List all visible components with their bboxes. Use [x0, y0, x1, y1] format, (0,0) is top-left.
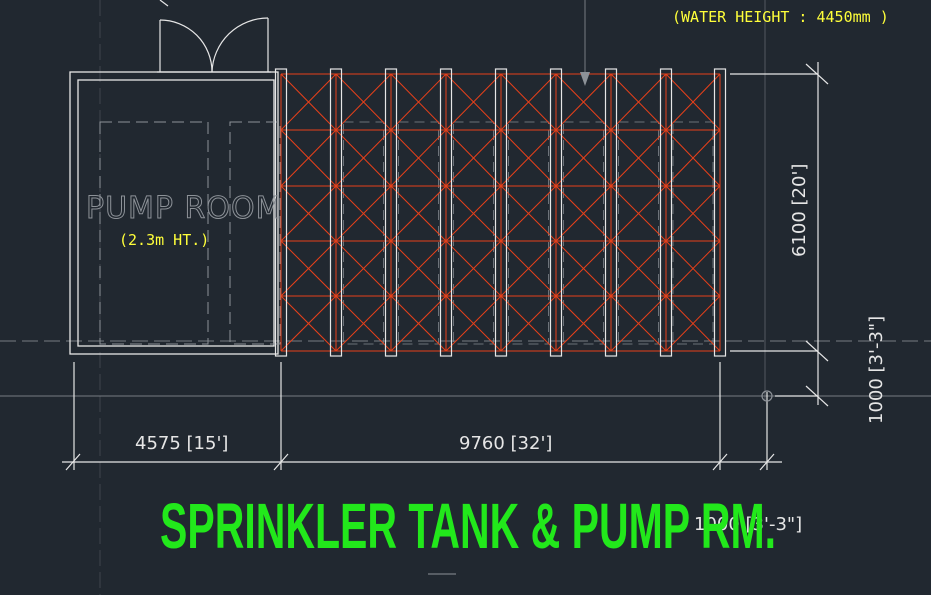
bracing-diagonal	[335, 240, 392, 297]
dimension-tank-depth: 6100 [20']	[789, 164, 810, 257]
tank-pier-outline	[398, 121, 439, 345]
bracing-diagonal	[665, 73, 721, 131]
bracing-diagonal	[610, 185, 667, 242]
pump-room-label: PUMP ROOM	[86, 191, 283, 226]
bracing-diagonal	[335, 73, 392, 131]
dimension-pump-room-width: 4575 [15']	[135, 433, 228, 454]
bracing-diagonal	[445, 129, 502, 187]
pump-equipment-outlines	[99, 121, 281, 345]
bracing-diagonal	[335, 295, 392, 352]
tank-pier-outline	[672, 121, 714, 345]
bracing-diagonal	[555, 295, 612, 352]
bracing-diagonal	[445, 185, 502, 242]
bracing-diagonal	[610, 129, 667, 187]
tank-column	[384, 68, 398, 357]
bracing-diagonal	[555, 185, 612, 242]
bracing-diagonal	[665, 129, 721, 187]
pump-room-inner-wall	[77, 79, 275, 347]
bracing-diagonal	[500, 295, 557, 352]
bracing-diagonal	[390, 295, 447, 352]
bracing-diagonal	[280, 129, 337, 187]
bracing-diagonal	[280, 295, 337, 352]
bracing-diagonal	[610, 240, 667, 297]
bracing-diagonal	[390, 129, 447, 187]
tank-columns	[274, 68, 727, 357]
tank-column	[604, 68, 618, 357]
tank-pier-outline	[508, 121, 549, 345]
bracing-diagonal	[500, 73, 557, 131]
water-level-arrow	[580, 72, 590, 86]
bracing-diagonal	[500, 185, 557, 242]
tank-pier-outline	[343, 121, 384, 345]
tank-pier-outline	[618, 121, 659, 345]
bracing-diagonal	[555, 73, 612, 131]
bracing-diagonal	[280, 73, 337, 131]
bracing-diagonal	[555, 240, 612, 297]
bracing-diagonal	[665, 240, 721, 297]
bracing-diagonal	[500, 240, 557, 297]
bracing-diagonal	[280, 185, 337, 242]
dimension-offset-right: 1000 [3'-3"]	[866, 316, 887, 424]
bracing-diagonal	[335, 129, 392, 187]
reference-point-icon	[761, 390, 773, 402]
tank-grid	[280, 73, 721, 352]
bracing-diagonal	[555, 129, 612, 187]
bracing-diagonal	[390, 240, 447, 297]
bracing-diagonal	[610, 295, 667, 352]
bracing-diagonal	[445, 240, 502, 297]
bracing-diagonal	[445, 73, 502, 131]
dimension-offset-bottom: 1000 [3'-3"]	[694, 514, 802, 535]
tank-column	[659, 68, 673, 357]
bracing-diagonal	[500, 129, 557, 187]
bracing-diagonal	[280, 240, 337, 297]
tank-column	[439, 68, 453, 357]
bracing-diagonal	[610, 73, 667, 131]
bracing-diagonal	[390, 73, 447, 131]
water-height-note: (WATER HEIGHT : 4450mm )	[672, 8, 889, 26]
dimension-lines	[62, 62, 829, 471]
door-symbol	[157, 0, 271, 73]
drawing-title: SPRINKLER TANK & PUMP RM.	[160, 490, 776, 562]
bracing-diagonal	[665, 185, 721, 242]
tank-column	[494, 68, 508, 357]
bracing-diagonal	[445, 295, 502, 352]
tank-pier-outline	[453, 121, 494, 345]
bracing-diagonal	[335, 185, 392, 242]
tank-column	[549, 68, 563, 357]
tank-column	[329, 68, 343, 357]
dimension-tank-width: 9760 [32']	[459, 433, 552, 454]
tank-pier-outline	[563, 121, 604, 345]
tank-column	[713, 68, 727, 357]
pump-room-height-note: (2.3m HT.)	[119, 231, 209, 249]
bracing-diagonal	[390, 185, 447, 242]
bracing-diagonal	[665, 295, 721, 352]
tank-column	[274, 68, 288, 357]
